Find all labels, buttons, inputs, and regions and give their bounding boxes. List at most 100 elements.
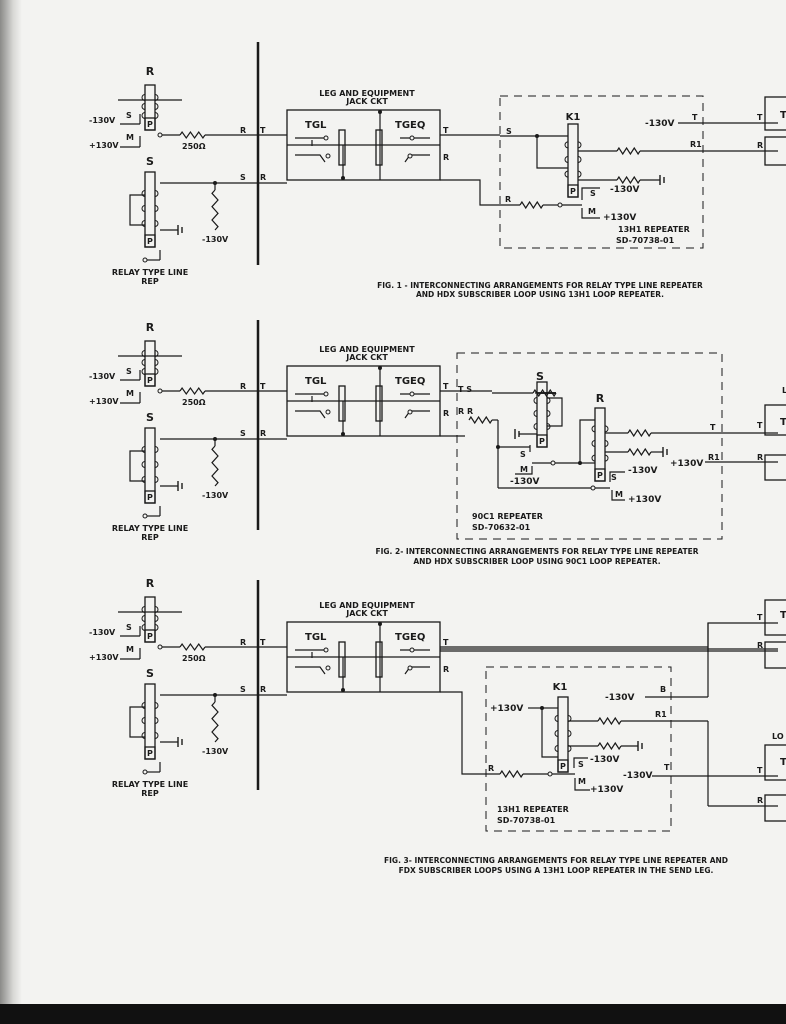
label: S — [146, 155, 154, 168]
wire — [440, 691, 500, 775]
terminal — [325, 665, 331, 671]
label: R — [596, 392, 605, 405]
coil-winding — [141, 368, 146, 375]
label: TGL — [305, 376, 327, 387]
coil-winding — [554, 745, 559, 752]
label: P — [570, 187, 576, 196]
label: M — [126, 389, 134, 398]
relay-p-winding — [144, 234, 156, 248]
repeater-box-13h1 — [485, 666, 672, 832]
label: R — [146, 321, 155, 334]
label: T — [757, 421, 763, 430]
coil-winding — [154, 732, 159, 739]
label: RELAY TYPE LINE — [112, 524, 188, 533]
coil-winding — [577, 170, 582, 178]
loop-jack-r2 — [764, 794, 786, 822]
coil-winding — [141, 732, 146, 739]
resistor — [499, 769, 524, 779]
coil-winding — [533, 397, 538, 404]
coil-winding — [154, 624, 159, 631]
label: REP — [141, 789, 159, 798]
label: AND HDX SUBSCRIBER LOOP USING 90C1 LOOP … — [413, 557, 660, 566]
coil-winding — [533, 423, 538, 430]
resistor — [468, 415, 493, 425]
label: S — [240, 173, 246, 182]
label: R — [240, 382, 246, 391]
coil-winding — [154, 190, 159, 197]
jack-sleeve — [375, 641, 383, 678]
label: FIG. 1 - INTERCONNECTING ARRANGEMENTS FO… — [377, 281, 703, 290]
coil-winding — [564, 156, 569, 163]
jack-sleeve — [375, 385, 383, 422]
coil-winding — [154, 359, 159, 366]
coil-winding — [154, 368, 159, 375]
coil-winding — [141, 446, 146, 453]
label: -130V — [623, 771, 653, 781]
label: R — [757, 796, 763, 805]
coil-winding — [141, 103, 146, 110]
relay-p-winding — [144, 490, 156, 504]
label: M — [126, 645, 134, 654]
terminal — [142, 257, 148, 263]
label: S — [146, 411, 154, 424]
label: S — [578, 760, 584, 769]
label: +130V — [603, 213, 636, 223]
label: M — [578, 777, 586, 786]
label: 250Ω — [182, 142, 206, 151]
coil-winding — [577, 141, 582, 149]
label: R — [757, 641, 763, 650]
label: T — [710, 423, 716, 432]
label: TGEQ — [395, 376, 425, 387]
label: T — [780, 417, 786, 428]
coil-winding — [141, 359, 146, 366]
label: S — [240, 429, 246, 438]
label: AND HDX SUBSCRIBER LOOP USING 13H1 LOOP … — [416, 290, 664, 299]
terminal — [325, 409, 331, 415]
label: P — [147, 120, 153, 129]
label: P — [597, 471, 603, 480]
coil-winding — [154, 702, 159, 709]
coil-winding — [141, 461, 146, 468]
coil-winding — [604, 440, 609, 447]
label: T — [780, 110, 786, 121]
label: +130V — [89, 653, 119, 662]
label: -130V — [202, 491, 229, 500]
label: 13H1 REPEATER — [618, 225, 690, 234]
jack-sleeve — [338, 641, 346, 678]
label: S — [126, 623, 132, 632]
coil-winding — [154, 446, 159, 453]
terminal — [142, 769, 148, 775]
wire — [547, 397, 563, 427]
jack-sleeve — [338, 129, 346, 166]
coil-winding — [533, 410, 538, 417]
label: -130V — [645, 119, 675, 129]
label: T — [443, 638, 449, 647]
label: M — [615, 490, 623, 499]
label: S — [590, 189, 596, 198]
terminal — [547, 771, 553, 777]
junction-dot — [378, 366, 382, 370]
wire — [574, 778, 590, 791]
label: P — [147, 749, 153, 758]
coil-winding — [567, 730, 572, 737]
label: REP — [141, 533, 159, 542]
label: +130V — [490, 704, 523, 714]
label: -130V — [89, 372, 116, 381]
resistor — [519, 200, 544, 210]
terminal — [590, 485, 596, 491]
coil-winding — [141, 624, 146, 631]
label: L — [782, 386, 786, 395]
loop-jack-t — [764, 599, 786, 636]
coil-winding — [141, 717, 146, 724]
label: R R — [458, 407, 473, 416]
coil-winding — [141, 205, 146, 212]
label: FIG. 3- INTERCONNECTING ARRANGEMENTS FOR… — [384, 856, 728, 865]
label: -130V — [605, 693, 635, 703]
junction-dot — [378, 110, 382, 114]
coil-winding — [141, 190, 146, 197]
relay-p-winding — [594, 468, 606, 482]
wire — [295, 410, 326, 419]
coil-winding — [554, 730, 559, 737]
terminal — [557, 202, 563, 208]
